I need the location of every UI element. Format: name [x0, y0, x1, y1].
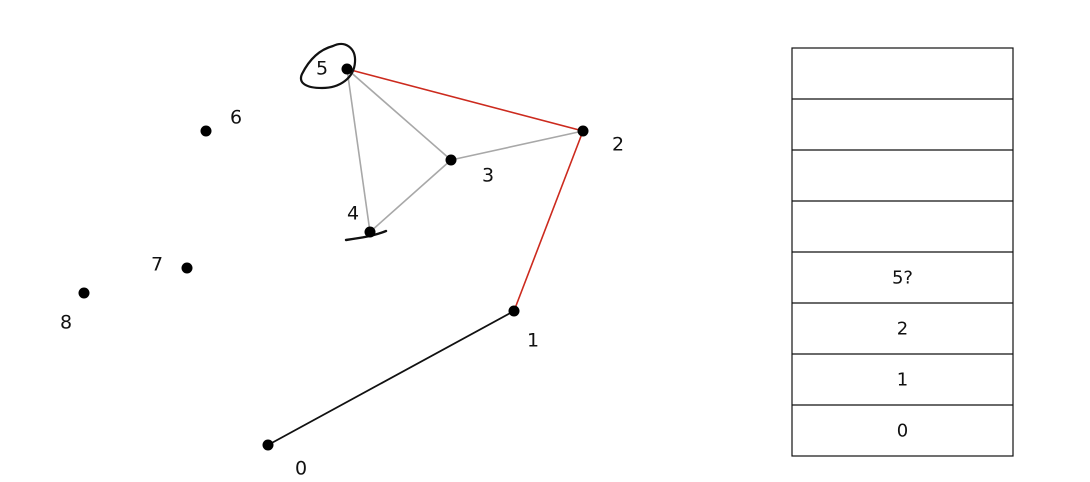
stack-slot-5: 2: [897, 319, 908, 340]
point-4: [364, 226, 376, 238]
edge-p2-p3: [450, 130, 584, 161]
edge-p0-p1: [267, 310, 515, 446]
point-8: [78, 287, 90, 299]
edge-p4-p5: [346, 68, 371, 233]
edges-group: [267, 68, 584, 446]
point-5: [341, 63, 353, 75]
point-label-6: 6: [230, 107, 242, 129]
stack-slot-7: 0: [897, 421, 908, 442]
stack-table: 5? 2 1 0: [791, 47, 1014, 457]
point-label-5: 5: [316, 58, 328, 80]
point-0: [262, 439, 274, 451]
point-label-1: 1: [527, 330, 539, 352]
point-label-8: 8: [60, 312, 72, 334]
edge-p3-p4: [369, 159, 452, 233]
points-group: [78, 63, 589, 451]
stack-slot-4: 5?: [892, 268, 913, 289]
point-label-7: 7: [151, 254, 163, 276]
edge-p2-p5: [346, 68, 584, 132]
point-2: [577, 125, 589, 137]
underline-annotation: [344, 229, 388, 242]
edge-p3-p5: [346, 68, 452, 161]
edge-p1-p2: [513, 130, 584, 312]
point-label-2: 2: [612, 134, 624, 156]
point-label-4: 4: [347, 203, 359, 225]
labels-group: 0 1 2 3 4 5 6 7 8: [60, 58, 624, 480]
point-1: [508, 305, 520, 317]
point-label-3: 3: [482, 165, 494, 187]
stack-slot-6: 1: [897, 370, 908, 391]
annotations-group: [299, 42, 388, 242]
circle-annotation: [299, 42, 357, 90]
point-6: [200, 125, 212, 137]
point-label-0: 0: [295, 458, 307, 480]
point-7: [181, 262, 193, 274]
point-3: [445, 154, 457, 166]
